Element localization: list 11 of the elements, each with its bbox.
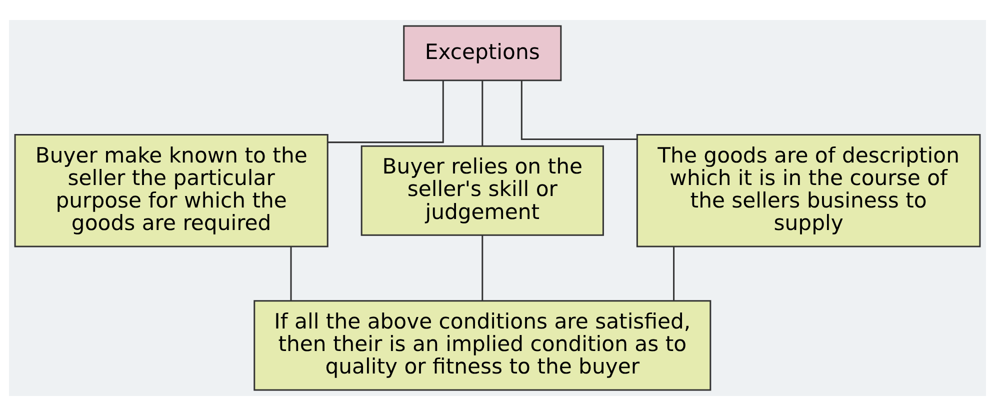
connector xyxy=(482,235,484,301)
node-box: Buyer make known to the seller the particular purpose for which the goods are required xyxy=(14,134,328,248)
connector xyxy=(673,246,675,301)
connector xyxy=(520,80,638,140)
connector xyxy=(290,246,292,301)
connector xyxy=(328,80,444,144)
node-box: Buyer relies on the seller's skill or judgement xyxy=(360,145,604,236)
node-box: The goods are of description which it is in the course of the sellers business to supply xyxy=(636,134,981,248)
node-box: Exceptions xyxy=(403,25,562,82)
connector xyxy=(482,81,484,146)
node-box: If all the above conditions are satisfied, then their is an implied condition as to quality or fitness to the buyer xyxy=(254,300,712,391)
